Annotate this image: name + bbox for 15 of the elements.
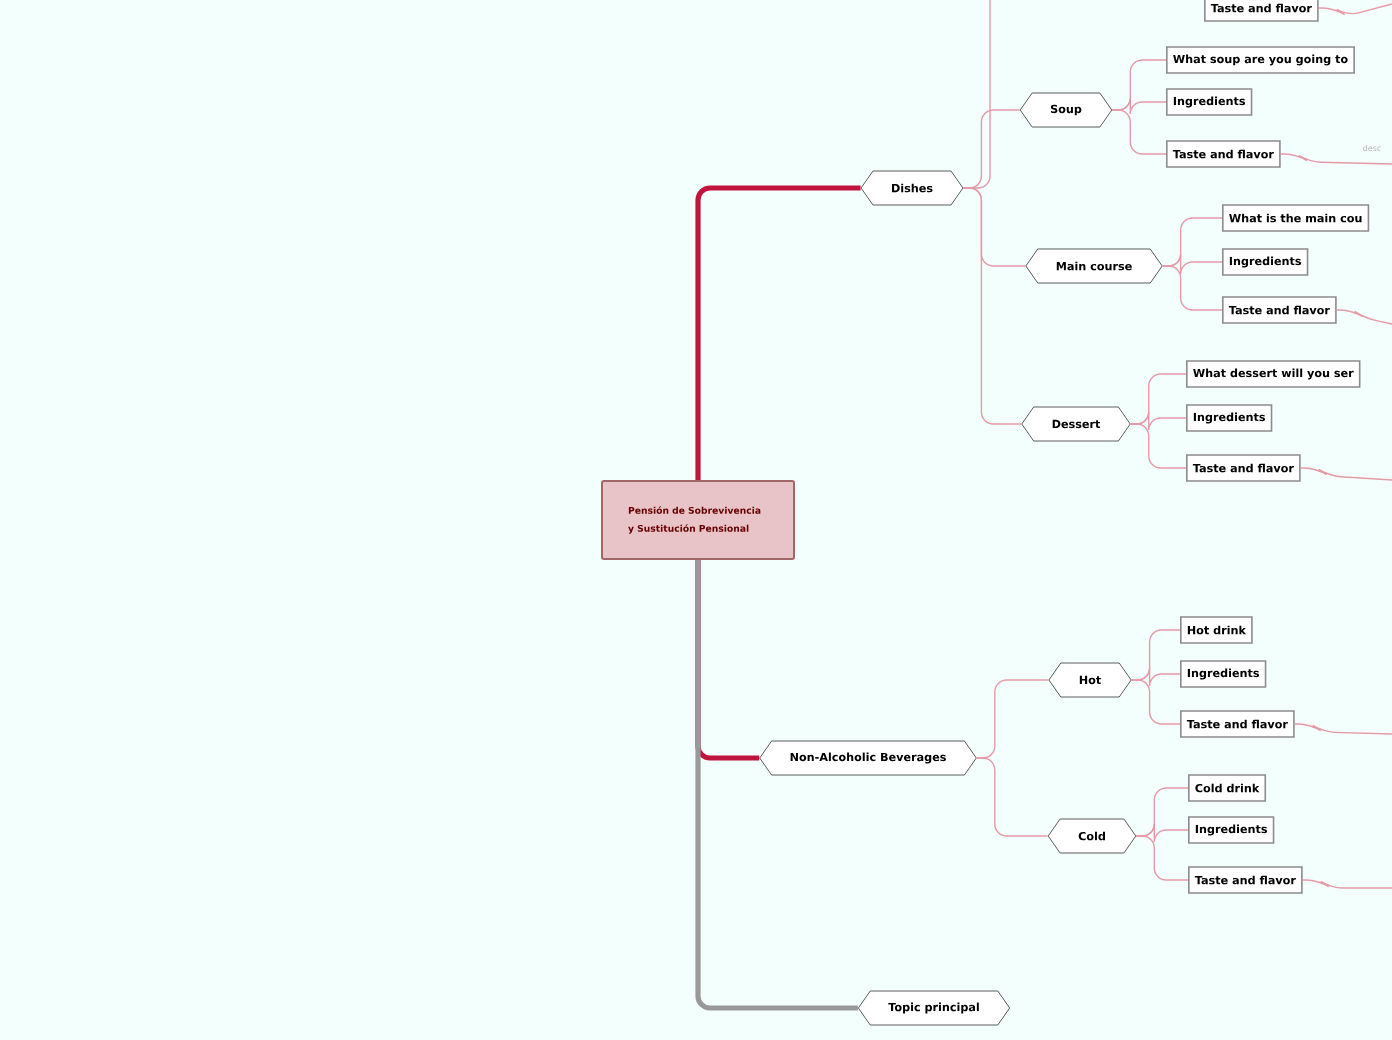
branch-line bbox=[1294, 723, 1392, 735]
branch-line bbox=[1111, 109, 1167, 155]
branch-line bbox=[1302, 879, 1392, 889]
branch-line bbox=[1318, 3, 1392, 16]
branch-line bbox=[1130, 679, 1181, 725]
trunk-line bbox=[695, 185, 861, 480]
branch-line bbox=[1161, 265, 1223, 311]
branch-line bbox=[1130, 423, 1187, 469]
branch-line bbox=[976, 757, 1049, 837]
branch-line bbox=[1300, 467, 1392, 481]
branch-line bbox=[1280, 153, 1392, 165]
branch-line bbox=[1336, 309, 1392, 325]
trunk-line bbox=[695, 560, 858, 1011]
branch-line bbox=[962, 187, 1022, 425]
branch-line bbox=[1135, 835, 1189, 881]
